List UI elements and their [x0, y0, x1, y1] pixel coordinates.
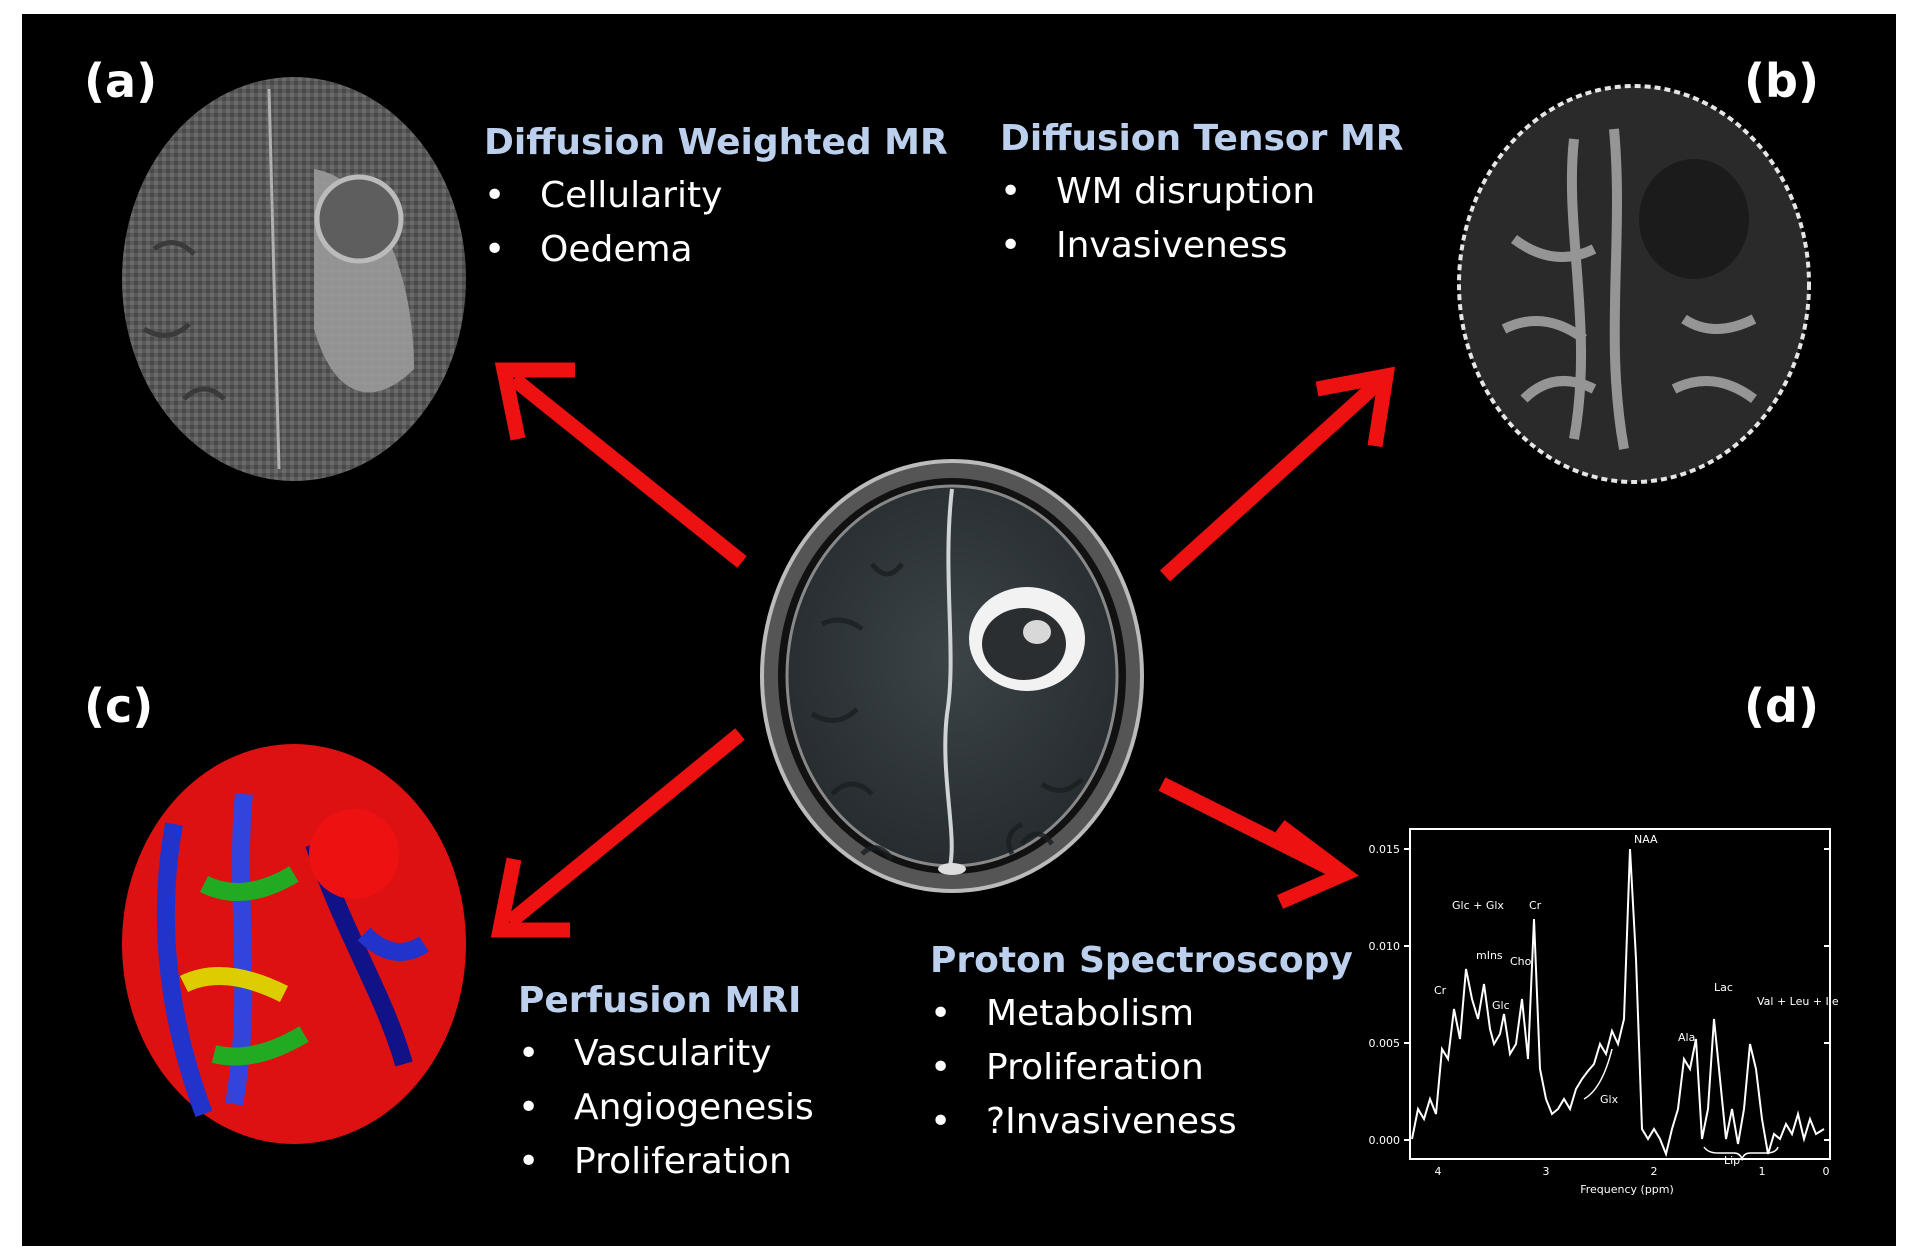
perfusion-item: • Vascularity [518, 1027, 814, 1081]
perfusion-brain-image [122, 744, 466, 1144]
dti-text-block: Diffusion Tensor MR • WM disruption • Inva… [1000, 118, 1404, 273]
arrow-to-dti [1159, 366, 1396, 582]
panel-label-d: (d) [1744, 679, 1819, 733]
arrow-to-perfusion [490, 728, 745, 938]
dwi-item: • Cellularity [484, 169, 948, 223]
figure-panel: 0.015 0.010 0.005 0.000 4 3 2 1 0 Freque… [22, 14, 1896, 1246]
y-tick-3: 0.000 [1369, 1134, 1401, 1147]
spectroscopy-item: • Proliferation [930, 1041, 1353, 1095]
bullet: • [930, 1101, 952, 1142]
dwi-item-label: Oedema [540, 229, 693, 270]
dwi-text-block: Diffusion Weighted MR • Cellularity • Oede… [484, 122, 948, 277]
bullet: • [930, 993, 952, 1034]
peak-glc: Glc [1492, 999, 1510, 1012]
tumor-enhancing-lesion [969, 587, 1085, 691]
bullet: • [518, 1141, 540, 1182]
spectroscopy-item: • Metabolism [930, 987, 1353, 1041]
spectroscopy-item-label: Metabolism [986, 993, 1195, 1034]
arrows-layer [490, 362, 1396, 938]
dwi-title: Diffusion Weighted MR [484, 122, 948, 163]
panel-label-b: (b) [1744, 54, 1819, 108]
dti-brain-image [1457, 84, 1811, 484]
peak-cho: Cho [1510, 955, 1532, 968]
peak-cr-left: Cr [1434, 984, 1447, 997]
dti-title: Diffusion Tensor MR [1000, 118, 1404, 159]
x-tick-4: 0 [1823, 1165, 1830, 1178]
bullet: • [1000, 225, 1022, 266]
perfusion-title: Perfusion MRI [518, 980, 802, 1021]
y-tick-2: 0.005 [1369, 1037, 1401, 1050]
dti-item: • WM disruption [1000, 165, 1404, 219]
peak-ala: Ala [1678, 1031, 1695, 1044]
bullet: • [1000, 171, 1022, 212]
spectroscopy-item: • ?Invasiveness [930, 1095, 1353, 1149]
dti-item-label: Invasiveness [1056, 225, 1288, 266]
spectroscopy-text-block: Proton Spectroscopy • Metabolism • Prolife… [930, 940, 1353, 1149]
peak-val: Val + Leu + Ile [1757, 995, 1839, 1008]
dwi-brain-image [122, 77, 466, 481]
spectroscopy-item-label: ?Invasiveness [986, 1101, 1237, 1142]
x-tick-2: 2 [1651, 1165, 1658, 1178]
dwi-item-label: Cellularity [540, 175, 723, 216]
perfusion-item-label: Angiogenesis [574, 1087, 814, 1128]
bullet: • [484, 229, 506, 270]
x-tick-3: 1 [1759, 1165, 1766, 1178]
perfusion-item-label: Proliferation [574, 1141, 792, 1182]
center-brain-image [760, 459, 1144, 893]
perfusion-item-label: Vascularity [574, 1033, 772, 1074]
dwi-item: • Oedema [484, 223, 948, 277]
x-tick-0: 4 [1435, 1165, 1442, 1178]
panel-label-c: (c) [84, 679, 154, 733]
peak-glc-glx: Glc + Glx [1452, 899, 1504, 912]
peak-glx: Glx [1600, 1093, 1619, 1106]
bullet: • [930, 1047, 952, 1088]
bullet: • [518, 1087, 540, 1128]
x-tick-1: 3 [1543, 1165, 1550, 1178]
bullet: • [518, 1033, 540, 1074]
arrow-to-spectroscopy [1158, 777, 1359, 909]
peak-cr-right: Cr [1529, 899, 1542, 912]
arrow-to-dwi [494, 362, 747, 568]
spectrum-trace [1411, 848, 1825, 1158]
peak-mins: mIns [1476, 949, 1503, 962]
dti-item-label: WM disruption [1056, 171, 1316, 212]
perfusion-item: • Angiogenesis [518, 1081, 814, 1135]
bullet: • [484, 175, 506, 216]
perfusion-item: • Proliferation [518, 1135, 814, 1189]
y-tick-0: 0.015 [1369, 843, 1401, 856]
dti-item: • Invasiveness [1000, 219, 1404, 273]
x-axis-label: Frequency (ppm) [1580, 1183, 1674, 1196]
peak-naa: NAA [1634, 833, 1658, 846]
peak-lip: Lip [1724, 1154, 1740, 1167]
spectroscopy-item-label: Proliferation [986, 1047, 1204, 1088]
perfusion-text-block: Perfusion MRI • Vascularity • Angiogenesis… [518, 980, 814, 1189]
spectrum-plot: 0.015 0.010 0.005 0.000 4 3 2 1 0 Freque… [1369, 828, 1839, 1196]
peak-lac: Lac [1714, 981, 1733, 994]
y-tick-1: 0.010 [1369, 940, 1401, 953]
panel-label-a: (a) [84, 54, 158, 108]
spectroscopy-title: Proton Spectroscopy [930, 940, 1353, 981]
